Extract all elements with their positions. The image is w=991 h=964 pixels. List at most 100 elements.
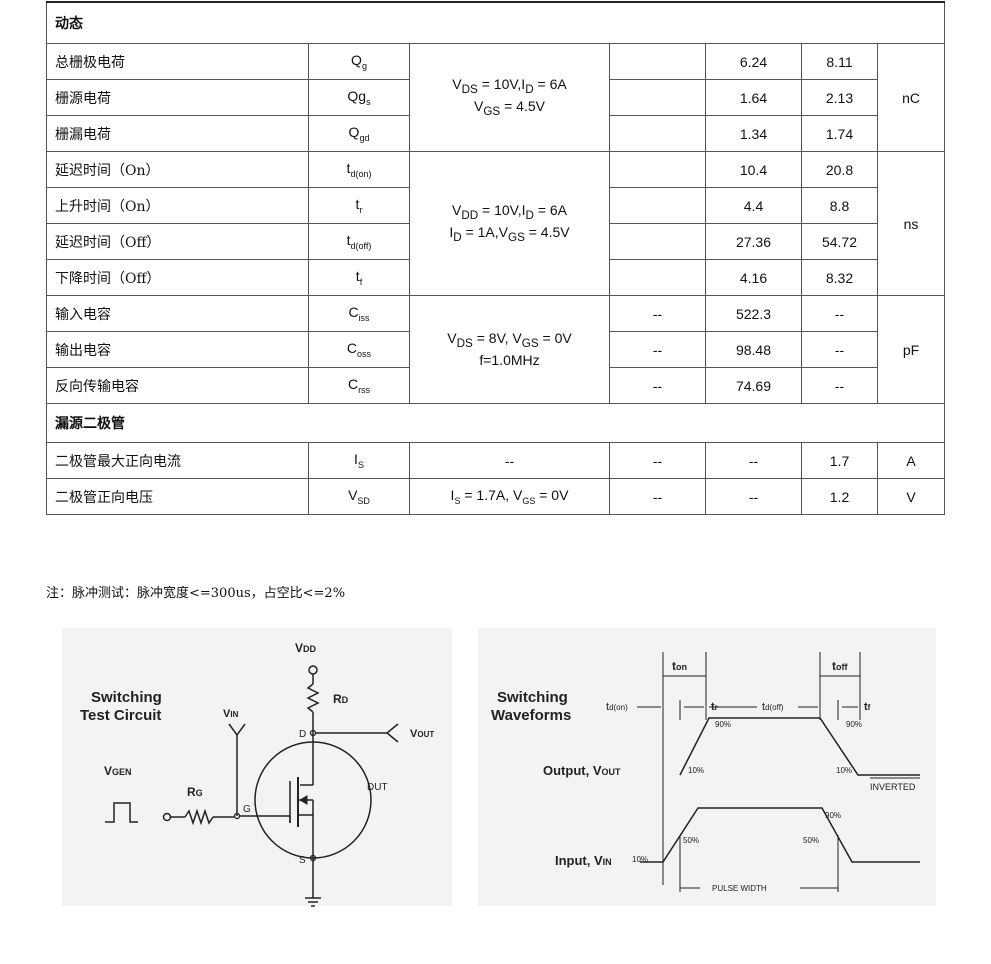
typ-cell: 74.69	[705, 367, 802, 404]
pct-label: 10%	[632, 855, 648, 864]
symbol-cell: Qgs	[308, 79, 410, 116]
input-wave	[640, 807, 920, 863]
output-wave	[679, 717, 920, 776]
circuit-title-2: Test Circuit	[80, 707, 161, 724]
tdoff-label: td(off)	[762, 701, 784, 713]
symbol-cell: Crss	[308, 367, 410, 404]
table-row: 输入电容 Ciss VDS = 8V, VGS = 0V f=1.0MHz --…	[46, 295, 946, 404]
min-cell	[609, 223, 706, 260]
max-cell: 1.74	[801, 115, 878, 152]
table-row: 总栅极电荷 Qg VDS = 10V,ID = 6A VGS = 4.5V 6.…	[46, 43, 946, 152]
rd-label: RD	[333, 692, 349, 706]
param-cell: 延迟时间（Off）	[46, 223, 309, 260]
waveform-title-1: Switching	[497, 689, 568, 706]
typ-cell: 1.64	[705, 79, 802, 116]
footnote: 注：脉冲测试：脉冲宽度<=300us，占空比<=2%	[46, 586, 346, 601]
symbol-cell: Qg	[308, 43, 410, 80]
rg-resistor	[184, 808, 214, 826]
symbol-cell: Coss	[308, 331, 410, 368]
typ-cell: 4.16	[705, 259, 802, 296]
min-cell: --	[609, 478, 706, 515]
condition-cell: VDD = 10V,ID = 6A ID = 1A,VGS = 4.5V	[409, 151, 610, 296]
param-cell: 栅漏电荷	[46, 115, 309, 152]
dut-label: DUT	[367, 782, 388, 793]
pulse-icon	[105, 802, 138, 823]
table-row: 延迟时间（Off） td(off) 27.36 54.72	[46, 223, 945, 260]
condition-cell: IS = 1.7A, VGS = 0V	[409, 478, 610, 515]
typ-cell: --	[705, 478, 802, 515]
param-cell: 输入电容	[46, 295, 309, 332]
symbol-cell: tf	[308, 259, 410, 296]
typ-cell: 1.34	[705, 115, 802, 152]
max-cell: 8.8	[801, 187, 878, 224]
unit-cell: nC	[876, 43, 946, 152]
max-cell: 20.8	[801, 151, 878, 188]
condition-cell: VDS = 8V, VGS = 0V f=1.0MHz	[409, 295, 610, 404]
tdon-label: td(on)	[606, 701, 628, 713]
min-cell: --	[609, 442, 706, 479]
switching-waveforms: Switching Waveforms ton toff td(on) tr t…	[491, 652, 920, 893]
param-cell: 二极管正向电压	[46, 478, 309, 515]
max-cell: 54.72	[801, 223, 878, 260]
min-cell	[609, 79, 706, 116]
gate-label: G	[243, 804, 251, 815]
tf-label: tf	[864, 701, 871, 713]
param-cell: 延迟时间（On）	[46, 151, 309, 188]
symbol-cell: tr	[308, 187, 410, 224]
output-label: Output, VOUT	[543, 763, 621, 778]
param-cell: 二极管最大正向电流	[46, 442, 309, 479]
rd-resistor	[306, 683, 320, 713]
test-circuit: Switching Test Circuit VDD RD D VOUT VIN…	[80, 641, 434, 907]
source-label: S	[299, 855, 306, 866]
condition-cell: VDS = 10V,ID = 6A VGS = 4.5V	[409, 43, 610, 152]
min-cell: --	[609, 331, 706, 368]
param-cell: 下降时间（Off）	[46, 259, 309, 296]
min-cell: --	[609, 295, 706, 332]
min-cell: --	[609, 367, 706, 404]
table-row: 二极管正向电压 VSD IS = 1.7A, VGS = 0V -- -- 1.…	[46, 478, 946, 515]
param-cell: 反向传输电容	[46, 367, 309, 404]
input-label: Input, VIN	[555, 853, 612, 868]
pct-label: 50%	[803, 836, 819, 845]
toff-label: toff	[832, 659, 848, 673]
circuit-title-1: Switching	[91, 689, 162, 706]
table-row: 延迟时间（On） td(on) VDD = 10V,ID = 6A ID = 1…	[46, 151, 946, 296]
waveform-title-2: Waveforms	[491, 707, 571, 724]
max-cell: --	[801, 295, 878, 332]
max-cell: 1.2	[801, 478, 878, 515]
table-row: 输出电容 Coss -- 98.48 --	[46, 331, 945, 368]
max-cell: 2.13	[801, 79, 878, 116]
typ-cell: --	[705, 442, 802, 479]
min-cell	[609, 151, 706, 188]
pct-label: 90%	[715, 720, 731, 729]
unit-cell: pF	[876, 295, 946, 404]
table-row: 栅源电荷 Qgs 1.64 2.13	[46, 79, 945, 116]
spec-table: 动态 总栅极电荷 Qg VDS = 10V,ID = 6A VGS = 4.5V…	[45, 1, 946, 515]
param-cell: 输出电容	[46, 331, 309, 368]
symbol-cell: VSD	[308, 478, 410, 515]
symbol-cell: td(on)	[308, 151, 410, 188]
pct-label: 50%	[683, 836, 699, 845]
pct-label: 90%	[825, 811, 841, 820]
vout-label: VOUT	[410, 728, 434, 740]
unit-cell: V	[876, 478, 946, 515]
vin-label: VIN	[223, 708, 239, 720]
rg-label: RG	[187, 785, 203, 799]
table-row: 栅漏电荷 Qgd 1.34 1.74	[46, 115, 945, 152]
section-diode: 漏源二极管	[45, 403, 946, 443]
table-row: 下降时间（Off） tf 4.16 8.32	[46, 259, 945, 296]
vgen-label: VGEN	[104, 764, 132, 778]
table-row: 反向传输电容 Crss -- 74.69 --	[46, 367, 945, 404]
unit-cell: ns	[876, 151, 946, 296]
pct-label: 90%	[846, 720, 862, 729]
param-cell: 栅源电荷	[46, 79, 309, 116]
ton-label: ton	[672, 659, 687, 673]
param-cell: 总栅极电荷	[46, 43, 309, 80]
pulse-width-label: PULSE WIDTH	[712, 884, 767, 893]
section-dynamic: 动态	[45, 1, 946, 44]
table-row: 上升时间（On） tr 4.4 8.8	[46, 187, 945, 224]
vout-arrow	[385, 723, 399, 743]
drain-label: D	[299, 729, 306, 740]
vdd-label: VDD	[295, 641, 317, 655]
